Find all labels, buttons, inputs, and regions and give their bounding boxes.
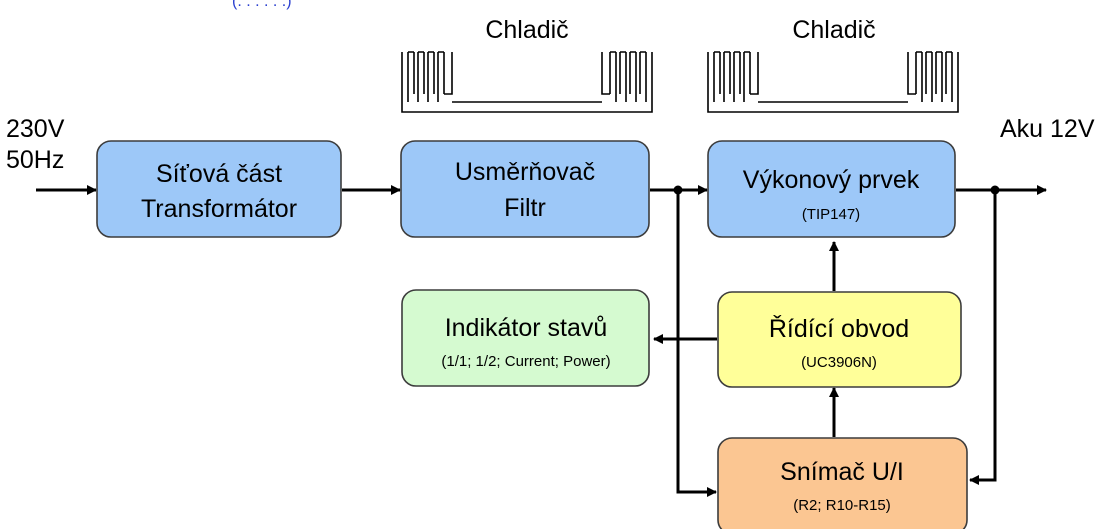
block-sensor: Snímač U/I (R2; R10-R15) [717, 437, 968, 529]
heatsink-2 [707, 51, 959, 113]
input-voltage-label: 230V [6, 115, 65, 143]
block-mains-line2: Transformátor [141, 195, 297, 223]
block-power-element: Výkonový prvek (TIP147) [707, 140, 956, 238]
output-label: Aku 12V [1000, 115, 1095, 143]
block-sensor-sub: (R2; R10-R15) [793, 497, 891, 514]
block-mains-transformer: Síťová část Transformátor [96, 140, 342, 238]
junction-dot-2 [990, 185, 1000, 195]
block-indicator-sub: (1/1; 1/2; Current; Power) [441, 353, 610, 370]
heatsink-label-1: Chladič [485, 16, 568, 44]
block-indicator-title: Indikátor stavů [445, 314, 608, 342]
block-status-indicator: Indikátor stavů (1/1; 1/2; Current; Powe… [401, 289, 650, 387]
heatsink-outline [401, 51, 653, 113]
output-to-sensor-wire [969, 190, 997, 485]
rectifier-to-sensor-wire [676, 190, 717, 497]
block-mains-line1: Síťová část [156, 160, 282, 188]
block-rectifier-line2: Filtr [504, 194, 546, 222]
block-control-sub: (UC3906N) [801, 354, 877, 371]
block-sensor-title: Snímač U/I [780, 458, 904, 486]
block-power-title: Výkonový prvek [743, 166, 920, 194]
heatsink-1 [401, 51, 653, 113]
connections [36, 185, 1047, 497]
junction-dot-1 [673, 185, 683, 195]
block-control-circuit: Řídící obvod (UC3906N) [717, 291, 962, 388]
block-control-title: Řídící obvod [769, 314, 909, 343]
heatsink-outline [707, 51, 959, 113]
top-fragment: (. . . . . .) [232, 0, 292, 10]
input-frequency-label: 50Hz [6, 146, 64, 174]
block-rectifier-line1: Usměrňovač [455, 158, 595, 186]
heatsink-label-2: Chladič [792, 16, 875, 44]
block-rectifier-filter: Usměrňovač Filtr [400, 140, 650, 238]
block-power-sub: (TIP147) [802, 206, 860, 223]
